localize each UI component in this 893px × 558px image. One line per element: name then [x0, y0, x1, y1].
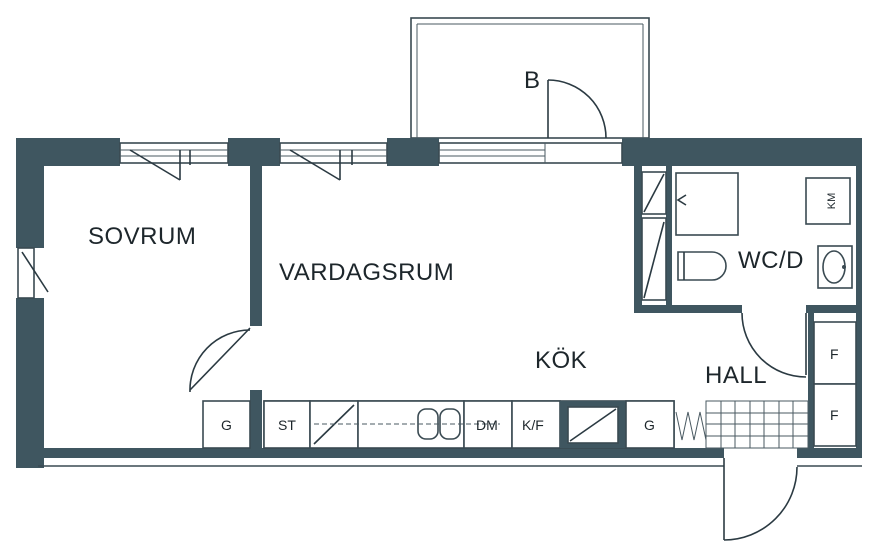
label-hall-wardrobe-2: F [830, 407, 839, 423]
room-label-wc: WC/D [738, 247, 804, 274]
label-dishwasher: DM [476, 417, 498, 433]
room-label-bedroom: SOVRUM [88, 223, 196, 250]
room-label-hall: HALL [705, 362, 767, 389]
washing-machine [805, 177, 851, 225]
exterior-walls [16, 138, 862, 468]
label-kitchen-cabinet: G [644, 417, 655, 433]
hall-wardrobes [813, 321, 857, 447]
bedroom-wardrobe [202, 400, 251, 449]
interior-walls [250, 166, 860, 450]
label-stove: ST [278, 417, 296, 433]
room-label-kitchen: KÖK [535, 347, 587, 374]
room-label-balcony: B [524, 67, 541, 94]
label-fridge-freezer: K/F [522, 417, 544, 433]
room-label-living: VARDAGSRUM [279, 259, 454, 286]
doors [189, 79, 807, 541]
label-hall-wardrobe-1: F [830, 346, 839, 362]
balcony [410, 17, 650, 139]
windows [17, 142, 623, 299]
wc-fixtures [641, 171, 853, 301]
hall-floor-tiles [675, 400, 809, 449]
label-washing-machine: KM [826, 193, 838, 210]
kitchen-counter [263, 400, 675, 449]
label-bedroom-wardrobe: G [221, 417, 232, 433]
